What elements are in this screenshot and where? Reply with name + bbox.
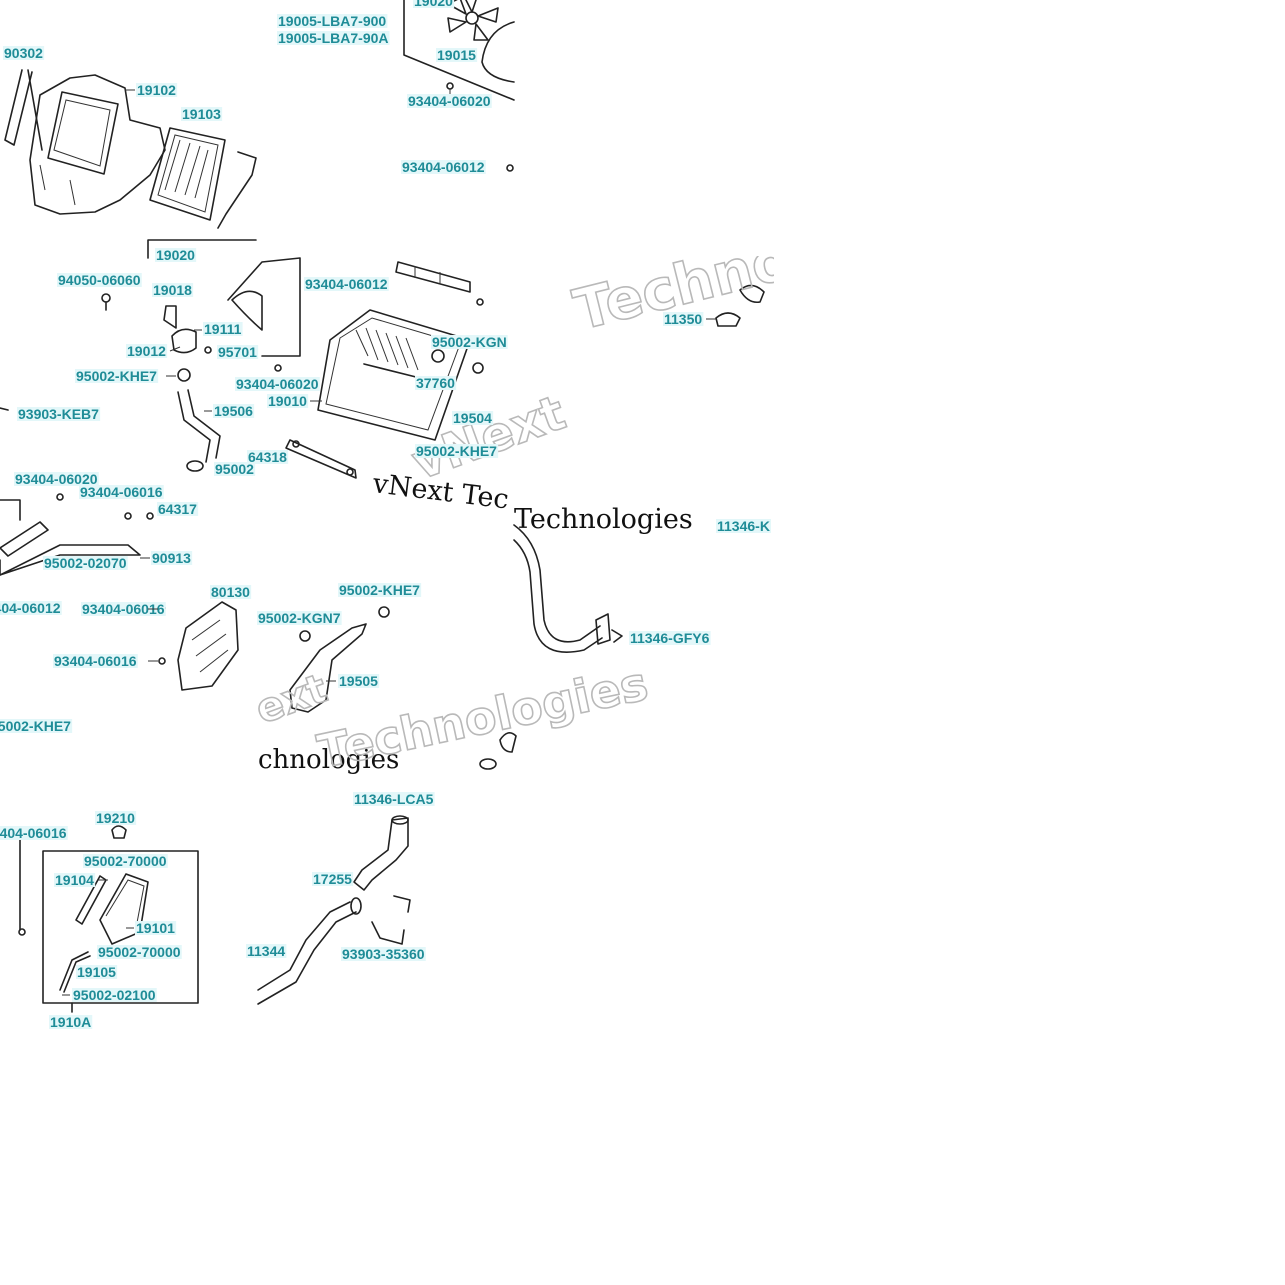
watermark-chnologies: chnologies bbox=[258, 745, 399, 775]
label-19010: 19010 bbox=[268, 393, 307, 409]
pipe-19505 bbox=[289, 623, 367, 713]
label-19105: 19105 bbox=[77, 964, 116, 980]
bracket-left bbox=[4, 69, 33, 146]
label-11346-k: 11346-K bbox=[717, 518, 770, 534]
part-labels: 19020 19005-LBA7-900 19005-LBA7-90A 1901… bbox=[0, 0, 771, 1030]
label-19012: 19012 bbox=[127, 343, 166, 359]
label-93404-06016-c: 93404-06016 bbox=[54, 653, 137, 669]
label-19505: 19505 bbox=[339, 673, 378, 689]
label-1910a: 1910A bbox=[50, 1014, 91, 1030]
label-93903-keb7: 93903-KEB7 bbox=[18, 406, 99, 422]
label-19018: 19018 bbox=[153, 282, 192, 298]
watermark-technologies-serif: Technologies bbox=[514, 504, 693, 535]
label-95002-khe7-center: 95002-KHE7 bbox=[416, 443, 497, 459]
label-93903-35360: 93903-35360 bbox=[342, 946, 425, 962]
air-box-filter-frame bbox=[47, 91, 119, 175]
clip-wire bbox=[217, 151, 257, 229]
label-11346-gfy6: 11346-GFY6 bbox=[630, 630, 710, 646]
label-95701: 95701 bbox=[218, 344, 257, 360]
hose-19506 bbox=[177, 389, 221, 463]
label-11346-lca5: 11346-LCA5 bbox=[354, 791, 434, 807]
label-95002-khe7-left: 95002-KHE7 bbox=[0, 718, 71, 734]
label-19104: 19104 bbox=[55, 872, 94, 888]
label-19015: 19015 bbox=[437, 47, 476, 63]
label-11350: 11350 bbox=[664, 311, 702, 327]
filter-element bbox=[149, 127, 226, 221]
label-95002-70000-a: 95002-70000 bbox=[84, 853, 167, 869]
label-19111: 19111 bbox=[204, 321, 242, 337]
reservoir-frame bbox=[42, 850, 199, 1004]
thermostat-group bbox=[0, 293, 221, 472]
label-93404-06012-left: 93404-06012 bbox=[0, 600, 61, 616]
label-90913: 90913 bbox=[152, 550, 191, 566]
cover-80130 bbox=[177, 601, 239, 691]
label-95002: 95002 bbox=[215, 461, 254, 477]
label-19506: 19506 bbox=[214, 403, 253, 419]
label-64318: 64318 bbox=[248, 449, 287, 465]
fan-frame bbox=[403, 0, 515, 101]
watermark-vnext: vNext bbox=[405, 385, 573, 492]
label-93404-06016-d: 93404-06016 bbox=[0, 825, 67, 841]
label-93404-06012-top: 93404-06012 bbox=[402, 159, 485, 175]
hose-90913 bbox=[0, 521, 49, 557]
label-80130: 80130 bbox=[211, 584, 250, 600]
label-17255: 17255 bbox=[313, 871, 352, 887]
label-93404-06020-center: 93404-06020 bbox=[236, 376, 319, 392]
label-19210: 19210 bbox=[96, 810, 135, 826]
water-pipe-group bbox=[289, 606, 517, 770]
label-64317: 64317 bbox=[158, 501, 197, 517]
thermostat-housing bbox=[171, 328, 197, 354]
label-95002-02070: 95002-02070 bbox=[44, 555, 127, 571]
pipe-11346-lca5 bbox=[353, 817, 409, 891]
watermark-ext: ext bbox=[250, 666, 333, 734]
label-19005-lba7-900: 19005-LBA7-900 bbox=[278, 13, 386, 29]
label-93404-06012-center: 93404-06012 bbox=[305, 276, 388, 292]
label-93404-06016-b: 93404-06016 bbox=[82, 601, 165, 617]
label-95002-kgn: 95002-KGN bbox=[432, 334, 507, 350]
reservoir-tank bbox=[99, 873, 149, 945]
watermarks: Techno vNext Tec Technologies vNext chno… bbox=[249, 226, 798, 779]
label-19103: 19103 bbox=[182, 106, 221, 122]
air-box-housing bbox=[29, 74, 166, 215]
label-95002-khe7-b: 95002-KHE7 bbox=[339, 582, 420, 598]
fan-blades bbox=[447, 0, 499, 41]
label-93404-06020-left: 93404-06020 bbox=[15, 471, 98, 487]
shroud-cover bbox=[231, 290, 263, 331]
air-box-group bbox=[4, 69, 257, 259]
label-37760: 37760 bbox=[416, 375, 455, 391]
hose-11346 bbox=[513, 524, 603, 653]
clip-93903 bbox=[371, 895, 411, 945]
label-94050-06060: 94050-06060 bbox=[58, 272, 141, 288]
label-95002-70000-b: 95002-70000 bbox=[98, 944, 181, 960]
label-95002-02100: 95002-02100 bbox=[73, 987, 156, 1003]
label-19020-mid: 19020 bbox=[156, 247, 195, 263]
label-95002-kgn7: 95002-KGN7 bbox=[258, 610, 341, 626]
label-19005-lba7-90a: 19005-LBA7-90A bbox=[278, 30, 389, 46]
lower-pipe-group bbox=[257, 815, 411, 1005]
clamp-11350 bbox=[715, 312, 741, 327]
radiator-top-bracket bbox=[395, 261, 471, 293]
label-19102: 19102 bbox=[137, 82, 176, 98]
pipe-11344 bbox=[257, 901, 357, 1005]
label-19101: 19101 bbox=[136, 920, 175, 936]
label-93404-06020-top: 93404-06020 bbox=[408, 93, 491, 109]
hose-11346-group bbox=[513, 284, 765, 653]
fan-group bbox=[403, 0, 515, 172]
label-90302: 90302 bbox=[4, 45, 43, 61]
label-19020-top: 19020 bbox=[414, 0, 453, 9]
label-95002-khe7-a: 95002-KHE7 bbox=[76, 368, 157, 384]
hose-19105 bbox=[59, 951, 91, 993]
fan-shroud bbox=[481, 21, 515, 83]
label-19504: 19504 bbox=[453, 410, 492, 426]
label-93404-06016-a: 93404-06016 bbox=[80, 484, 163, 500]
radiator-bottom-bracket bbox=[285, 439, 357, 479]
label-11344: 11344 bbox=[247, 943, 285, 959]
